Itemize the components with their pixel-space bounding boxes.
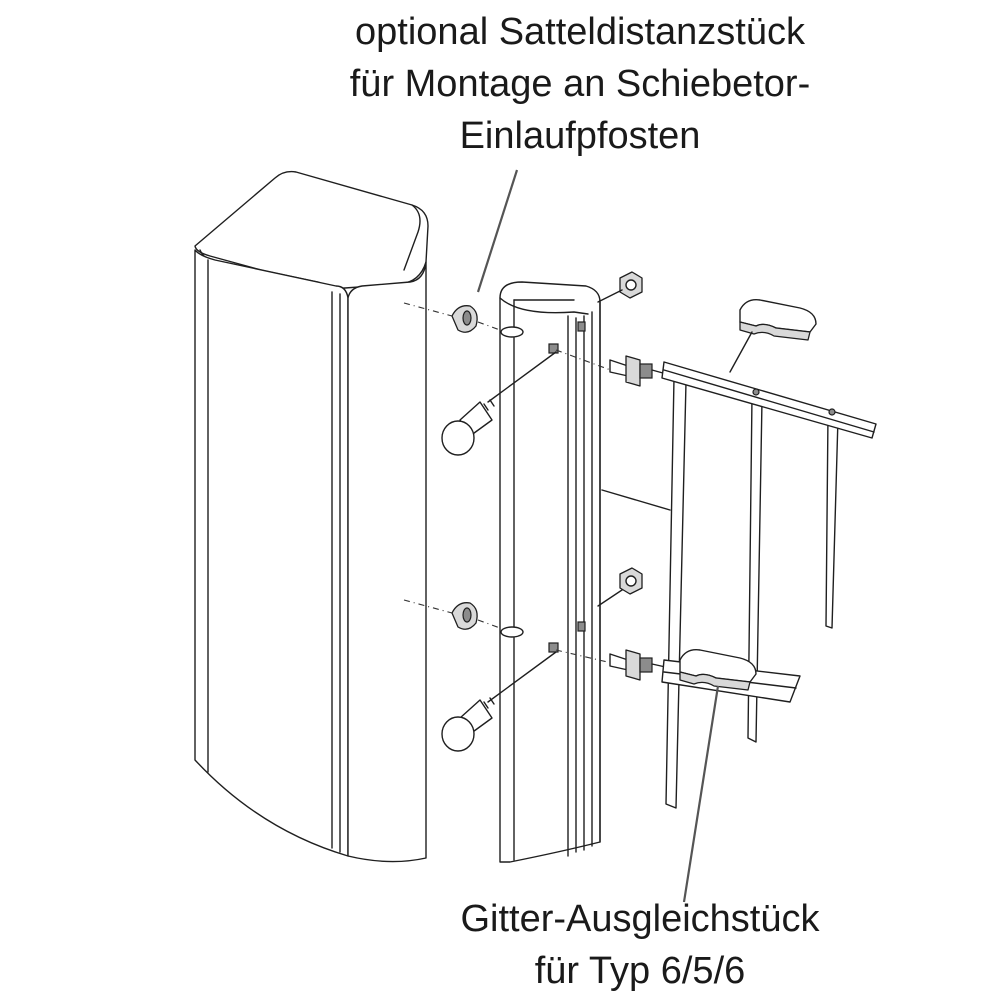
square-hole-lower bbox=[548, 642, 559, 653]
screw-washer-lower bbox=[609, 649, 671, 681]
nut-mid bbox=[597, 567, 643, 607]
profile-slot-lower bbox=[500, 626, 524, 638]
carriage-bolt-upper bbox=[441, 351, 557, 456]
compensator-label-line-1: Gitter-Ausgleichstück bbox=[460, 898, 820, 940]
saddle-spacer-lower bbox=[451, 602, 478, 630]
fence-panel bbox=[601, 361, 877, 809]
spacer-label-line-1: optional Satteldistanzstück bbox=[355, 11, 805, 53]
carriage-bolt-lower bbox=[441, 651, 557, 752]
compensator-leader-line bbox=[682, 685, 720, 903]
saddle-spacer-upper bbox=[451, 305, 478, 333]
edge-hole-upper bbox=[577, 321, 586, 332]
post-cover bbox=[194, 170, 429, 863]
post-profile bbox=[499, 281, 601, 863]
spacer-label-line-3: Einlaufpfosten bbox=[459, 115, 701, 157]
assembly-axes bbox=[403, 302, 617, 665]
spacer-callout-label: optional Satteldistanzstück für Montage … bbox=[300, 6, 860, 162]
compensator-lower bbox=[679, 649, 757, 691]
profile-slot-upper bbox=[500, 326, 524, 338]
compensator-label-line-2: für Typ 6/5/6 bbox=[534, 950, 746, 992]
spacer-label-line-2: für Montage an Schiebetor- bbox=[349, 63, 811, 105]
screw-washer-upper bbox=[609, 355, 671, 387]
nut-top bbox=[597, 271, 643, 303]
edge-hole-lower bbox=[577, 621, 586, 632]
spacer-leader-line bbox=[476, 169, 519, 293]
compensator-upper bbox=[729, 299, 817, 373]
compensator-callout-label: Gitter-Ausgleichstück für Typ 6/5/6 bbox=[430, 893, 850, 997]
square-hole-upper bbox=[548, 343, 559, 354]
